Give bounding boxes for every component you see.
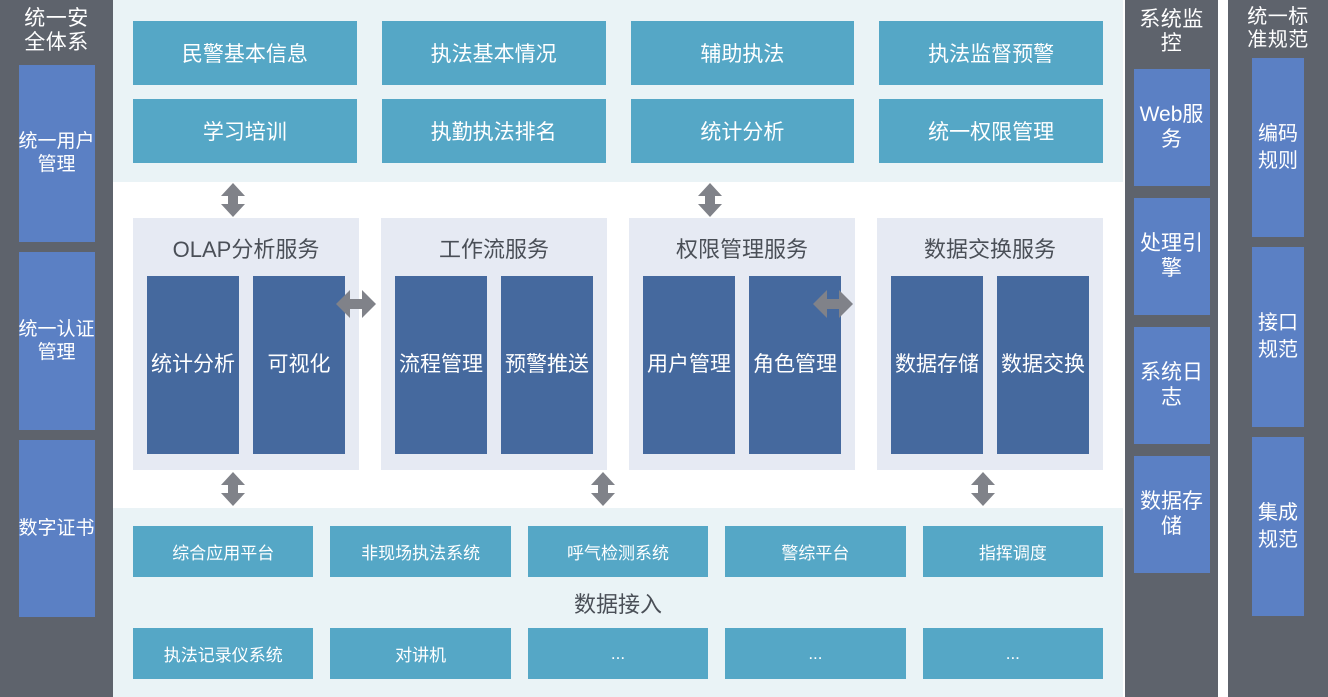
service-panel-title: 权限管理服务 [675, 237, 808, 262]
system-monitoring-title: 系统监控 [1139, 8, 1204, 56]
data-access-row-2: 执法记录仪系统 对讲机 ... ... ... [133, 628, 1104, 679]
double-arrow-vertical-icon [697, 183, 723, 217]
double-arrow-vertical-icon [590, 472, 616, 506]
lower-arrow-band [113, 470, 1123, 508]
security-item-unified-user-management[interactable]: 统一用户管理 [18, 64, 95, 242]
data-box-placeholder-1[interactable]: ... [527, 628, 709, 679]
double-arrow-vertical-icon [220, 183, 246, 217]
security-item-unified-auth-management[interactable]: 统一认证管理 [18, 251, 95, 430]
service-box-data-storage[interactable]: 数据存储 [891, 276, 983, 454]
app-box-statistical-analysis[interactable]: 统计分析 [630, 99, 855, 163]
security-item-digital-certificate[interactable]: 数字证书 [18, 439, 95, 617]
service-box-process-management[interactable]: 流程管理 [395, 276, 487, 454]
service-panel-title: 数据交换服务 [923, 237, 1056, 262]
service-panel-boxes: 数据存储 数据交换 [891, 276, 1089, 454]
service-panel-olap: OLAP分析服务 统计分析 可视化 [133, 218, 359, 470]
system-monitoring-column: 系统监控 Web服务 处理引擎 系统日志 数据存储 [1125, 0, 1218, 697]
service-panel-boxes: 统计分析 可视化 [147, 276, 345, 454]
monitor-item-web-service[interactable]: Web服务 [1133, 68, 1210, 186]
service-box-alert-push[interactable]: 预警推送 [501, 276, 593, 454]
data-box-placeholder-2[interactable]: ... [725, 628, 906, 679]
application-row-1: 民警基本信息 执法基本情况 辅助执法 执法监督预警 [133, 21, 1103, 85]
standard-item-interface-spec[interactable]: 接口规范 [1252, 247, 1304, 428]
security-system-column: 统一安全体系 统一用户管理 统一认证管理 数字证书 [0, 0, 113, 697]
data-access-caption: 数据接入 [573, 591, 662, 617]
app-box-enforcement-basic-status[interactable]: 执法基本情况 [381, 21, 606, 85]
service-panel-title: 工作流服务 [438, 237, 549, 262]
service-box-user-management[interactable]: 用户管理 [643, 276, 735, 454]
double-arrow-vertical-icon [970, 472, 996, 506]
service-panel-title: OLAP分析服务 [172, 237, 320, 262]
app-box-enforcement-supervision-alert[interactable]: 执法监督预警 [879, 21, 1103, 85]
data-box-law-enforcement-recorder-system[interactable]: 执法记录仪系统 [133, 628, 314, 679]
service-box-visualization[interactable]: 可视化 [253, 276, 345, 454]
data-access-layer: 综合应用平台 非现场执法系统 呼气检测系统 警综平台 指挥调度 数据接入 执法记… [113, 508, 1123, 697]
data-box-breath-test-system[interactable]: 呼气检测系统 [527, 526, 709, 577]
upper-arrow-band [113, 182, 1123, 218]
application-row-2: 学习培训 执勤执法排名 统计分析 统一权限管理 [133, 99, 1103, 163]
standard-item-coding-rules[interactable]: 编码规则 [1252, 58, 1304, 238]
app-box-study-training[interactable]: 学习培训 [133, 99, 357, 163]
data-box-integrated-application-platform[interactable]: 综合应用平台 [133, 526, 314, 577]
center-stack: 民警基本信息 执法基本情况 辅助执法 执法监督预警 学习培训 执勤执法排名 统计… [113, 0, 1123, 697]
data-box-command-dispatch[interactable]: 指挥调度 [922, 526, 1104, 577]
data-box-non-onsite-enforcement-system[interactable]: 非现场执法系统 [330, 526, 511, 577]
service-panel-workflow: 工作流服务 流程管理 预警推送 [381, 218, 607, 470]
service-layer: OLAP分析服务 统计分析 可视化 工作流服务 流程管理 预警推送 权限管理服务… [113, 218, 1123, 470]
data-access-row-1: 综合应用平台 非现场执法系统 呼气检测系统 警综平台 指挥调度 [133, 526, 1104, 577]
service-panel-boxes: 用户管理 角色管理 [643, 276, 841, 454]
unified-standards-title: 统一标准规范 [1247, 6, 1309, 52]
application-layer: 民警基本信息 执法基本情况 辅助执法 执法监督预警 学习培训 执勤执法排名 统计… [113, 0, 1123, 182]
service-box-data-exchange[interactable]: 数据交换 [997, 276, 1089, 454]
monitor-item-data-storage[interactable]: 数据存储 [1133, 455, 1210, 573]
double-arrow-horizontal-icon [813, 289, 853, 319]
app-box-police-basic-info[interactable]: 民警基本信息 [133, 21, 357, 85]
data-box-placeholder-3[interactable]: ... [922, 628, 1104, 679]
monitor-item-processing-engine[interactable]: 处理引擎 [1133, 197, 1210, 315]
security-system-title: 统一安全体系 [24, 7, 89, 55]
app-box-assisted-enforcement[interactable]: 辅助执法 [630, 21, 855, 85]
double-arrow-horizontal-icon [336, 289, 376, 319]
service-panel-permission: 权限管理服务 用户管理 角色管理 [629, 218, 855, 470]
service-box-statistical-analysis[interactable]: 统计分析 [147, 276, 239, 454]
standard-item-integration-spec[interactable]: 集成规范 [1252, 437, 1304, 617]
service-panel-data-exchange: 数据交换服务 数据存储 数据交换 [877, 218, 1103, 470]
app-box-unified-permission-management[interactable]: 统一权限管理 [879, 99, 1103, 163]
service-panel-boxes: 流程管理 预警推送 [395, 276, 593, 454]
double-arrow-vertical-icon [220, 472, 246, 506]
data-box-police-integrated-platform[interactable]: 警综平台 [725, 526, 906, 577]
data-box-walkie-talkie[interactable]: 对讲机 [330, 628, 511, 679]
monitor-item-system-log[interactable]: 系统日志 [1133, 326, 1210, 444]
unified-standards-column: 统一标准规范 编码规则 接口规范 集成规范 [1228, 0, 1328, 697]
app-box-duty-enforcement-ranking[interactable]: 执勤执法排名 [381, 99, 606, 163]
